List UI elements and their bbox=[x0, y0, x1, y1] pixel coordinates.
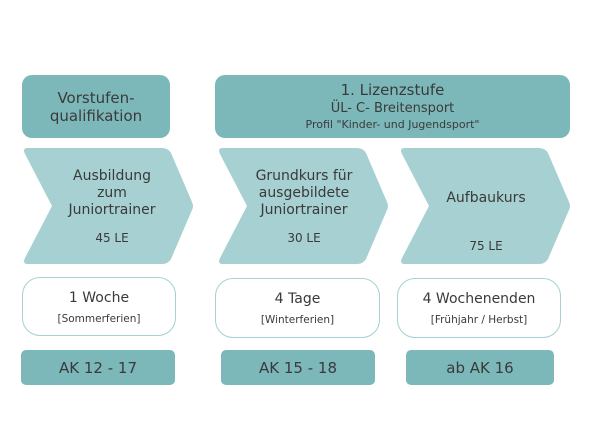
step-3-le: 75 LE bbox=[469, 239, 503, 253]
pre-qualification-line1: Vorstufen- bbox=[57, 88, 135, 107]
license-level-box: 1. Lizenzstufe ÜL- C- Breitensport Profi… bbox=[215, 75, 570, 138]
step-chevron-2: Grundkurs für ausgebildete Juniortrainer… bbox=[217, 148, 389, 264]
age-box-3: ab AK 16 bbox=[406, 350, 554, 385]
license-level-subtitle: ÜL- C- Breitensport bbox=[330, 100, 455, 116]
step-chevron-3: Aufbaukurs 75 LE bbox=[399, 148, 571, 264]
age-box-1: AK 12 - 17 bbox=[21, 350, 175, 385]
duration-box-3: 4 Wochenenden [Frühjahr / Herbst] bbox=[397, 278, 561, 338]
period-3: [Frühjahr / Herbst] bbox=[430, 314, 528, 326]
age-box-2: AK 15 - 18 bbox=[221, 350, 375, 385]
duration-box-2: 4 Tage [Winterferien] bbox=[215, 278, 380, 338]
chevron-shape bbox=[401, 148, 570, 264]
step-1-title-line2: zum bbox=[97, 184, 127, 201]
chevron-shape bbox=[219, 148, 388, 264]
age-2: AK 15 - 18 bbox=[259, 358, 337, 377]
step-2-title-line1: Grundkurs für bbox=[255, 167, 353, 184]
step-2-title-line2: ausgebildete bbox=[258, 184, 350, 201]
period-1: [Sommerferien] bbox=[57, 312, 141, 325]
age-1: AK 12 - 17 bbox=[59, 358, 137, 377]
duration-3: 4 Wochenenden bbox=[422, 291, 536, 307]
step-1-le: 45 LE bbox=[95, 230, 129, 245]
step-2-title-line3: Juniortrainer bbox=[260, 201, 348, 218]
duration-box-1: 1 Woche [Sommerferien] bbox=[22, 277, 176, 336]
step-1-title-line1: Ausbildung bbox=[73, 167, 151, 184]
license-level-profile: Profil "Kinder- und Jugendsport" bbox=[305, 117, 480, 131]
license-level-title: 1. Lizenzstufe bbox=[340, 80, 445, 99]
step-1-title-line3: Juniortrainer bbox=[68, 201, 156, 218]
duration-1: 1 Woche bbox=[68, 289, 130, 306]
chevron-shape bbox=[24, 148, 193, 264]
step-3-title-line1: Aufbaukurs bbox=[446, 190, 526, 206]
age-3: ab AK 16 bbox=[446, 358, 514, 377]
pre-qualification-line2: qualifikation bbox=[49, 106, 143, 125]
period-2: [Winterferien] bbox=[260, 314, 335, 326]
pre-qualification-box: Vorstufen- qualifikation bbox=[22, 75, 170, 138]
step-chevron-1: Ausbildung zum Juniortrainer 45 LE bbox=[22, 148, 194, 264]
step-2-le: 30 LE bbox=[287, 230, 321, 245]
duration-2: 4 Tage bbox=[274, 291, 321, 307]
